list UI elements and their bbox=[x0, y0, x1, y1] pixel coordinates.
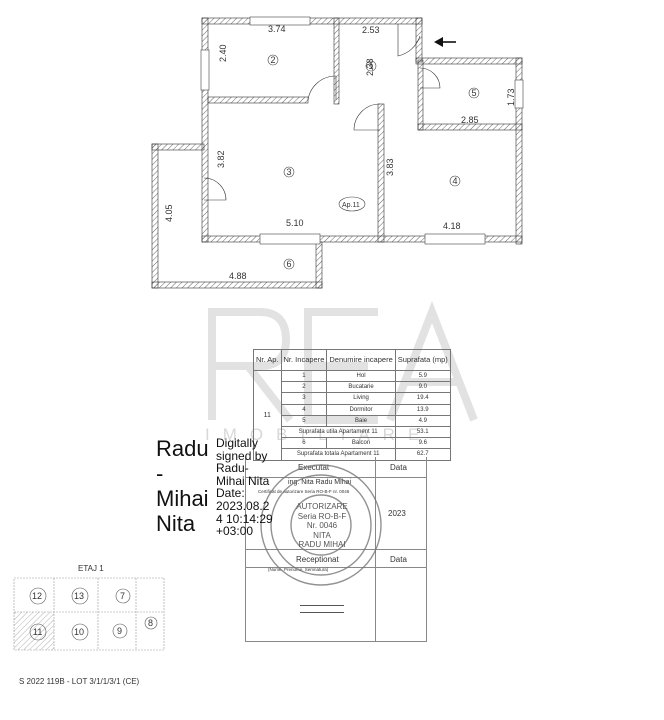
dim-bedroom-height: 3.83 bbox=[385, 158, 395, 176]
useful-area-row: Suprafata utila Apartament 11 53.1 bbox=[254, 425, 451, 439]
row-name: Dormitor bbox=[326, 403, 396, 416]
stamp-line: RADU MIHAI bbox=[298, 540, 346, 549]
dim-hall-height: 2.38 bbox=[365, 58, 375, 76]
room-number-3: 3 bbox=[287, 167, 292, 177]
dim-living-height: 3.82 bbox=[216, 150, 226, 168]
total-area-label: Suprafata totala Apartament 11 bbox=[280, 448, 396, 461]
floor-key-current-unit bbox=[14, 612, 54, 650]
useful-area-value: 53.1 bbox=[394, 425, 451, 439]
row-nr: 3 bbox=[280, 392, 328, 405]
stamp-line: Nr. 0046 bbox=[306, 521, 338, 530]
floor-key-unit-7: 7 bbox=[120, 591, 125, 601]
plan-doors bbox=[203, 24, 441, 201]
row-area: 13.9 bbox=[394, 403, 451, 416]
table-row: 5 Baie 4.9 bbox=[254, 414, 451, 427]
stamp-line: NITA bbox=[313, 530, 331, 540]
stamp-center-text: AUTORIZARE Seria RO-B-F Nr. 0046 NITA RA… bbox=[282, 502, 362, 550]
entry-arrow-icon bbox=[434, 37, 456, 47]
apartment-label: Ap.11 bbox=[342, 202, 360, 209]
dim-hall-width: 2.53 bbox=[362, 25, 380, 35]
room-number-5: 5 bbox=[472, 88, 477, 98]
room-number-6: 6 bbox=[287, 259, 292, 269]
executat-year: 2023 bbox=[388, 509, 406, 518]
executat-data-label: Data bbox=[390, 463, 407, 472]
total-area-value: 62.7 bbox=[394, 448, 451, 461]
row-nr: 4 bbox=[280, 403, 328, 416]
stamp-line: Seria RO-B-F bbox=[297, 511, 347, 521]
table-row: 3 Living 19.4 bbox=[254, 392, 451, 405]
header-denumire: Denumire incapere bbox=[326, 349, 396, 371]
row-area: 4.9 bbox=[394, 414, 451, 427]
rooms-table: Nr. Ap. Nr. Incapere Denumire incapere S… bbox=[253, 349, 451, 461]
plan-walls bbox=[151, 17, 523, 289]
table-row: 4 Dormitor 13.9 bbox=[254, 403, 451, 416]
floor-key-unit-8: 8 bbox=[148, 618, 153, 628]
dim-bedroom-width: 4.18 bbox=[443, 221, 461, 231]
table-row: 6 Balcon 9.6 bbox=[254, 437, 451, 450]
authorization-stamp bbox=[260, 464, 382, 586]
row-name: Bucatarie bbox=[326, 381, 396, 394]
row-name: Living bbox=[326, 392, 396, 405]
table-row: 11 1 Hol 5.9 bbox=[253, 369, 451, 461]
plan-windows bbox=[200, 16, 524, 245]
floor-key-unit-12: 12 bbox=[32, 591, 42, 601]
row-nr: 5 bbox=[280, 414, 328, 427]
dim-bath-height: 1.73 bbox=[506, 88, 516, 106]
dim-living-width: 5.10 bbox=[286, 218, 304, 228]
dim-bath-width: 2.85 bbox=[461, 115, 479, 125]
room-number-1: 1 bbox=[369, 61, 374, 71]
total-area-row: Suprafata totala Apartament 11 62.7 bbox=[254, 448, 451, 461]
dim-room2-height: 2.40 bbox=[218, 44, 228, 62]
document-reference: S 2022 119B - LOT 3/1/1/3/1 (CE) bbox=[19, 677, 140, 686]
floor-key-unit-9: 9 bbox=[117, 626, 122, 636]
dim-room2-width: 3.74 bbox=[268, 24, 286, 34]
row-name: Balcon bbox=[326, 437, 396, 450]
row-name: Baie bbox=[326, 414, 396, 427]
receptionat-label: Receptionat bbox=[296, 555, 339, 564]
floor-key-unit-circles bbox=[29, 587, 158, 641]
row-name: Hol bbox=[326, 369, 396, 383]
stamp-line: AUTORIZARE bbox=[296, 502, 348, 511]
table-row: 2 Bucatarie 9.0 bbox=[254, 381, 451, 394]
header-suprafata: Suprafata (mp) bbox=[394, 349, 451, 371]
floor-key-unit-13: 13 bbox=[74, 591, 84, 601]
row-nr: 2 bbox=[280, 381, 328, 394]
plan-dimensions: 3.74 2.40 2.53 2.38 1.73 2.85 3.82 5.10 … bbox=[164, 24, 516, 281]
header-nr-incapere: Nr. Incapere bbox=[280, 349, 328, 371]
signature-details: Digitally signed by Radu- Mihai Nita Dat… bbox=[216, 436, 273, 539]
table-header-row: Nr. Ap. Nr. Incapere Denumire incapere S… bbox=[253, 349, 451, 371]
signature-scribble bbox=[300, 605, 344, 613]
floor-key-unit-10: 10 bbox=[74, 627, 84, 637]
receptionat-data-label: Data bbox=[390, 555, 407, 564]
dim-balcony-width: 4.88 bbox=[229, 271, 247, 281]
row-nr: 1 bbox=[280, 369, 328, 383]
row-area: 9.6 bbox=[394, 437, 451, 450]
plan-room-numbers bbox=[267, 54, 480, 270]
row-area: 9.0 bbox=[394, 381, 451, 394]
useful-area-label: Suprafata utila Apartament 11 bbox=[280, 425, 396, 439]
header-nr-ap: Nr. Ap. bbox=[253, 349, 282, 371]
row-area: 5.9 bbox=[394, 369, 451, 383]
room-number-4: 4 bbox=[453, 176, 458, 186]
floor-key-unit-11: 11 bbox=[33, 627, 42, 637]
floor-key-label: ETAJ 1 bbox=[78, 564, 104, 573]
row-area: 19.4 bbox=[394, 392, 451, 405]
executat-label: Executat bbox=[298, 463, 330, 472]
authorization-line: Certificat de autorizare Seria RO-B-F nr… bbox=[258, 489, 350, 494]
dim-balcony-height: 4.05 bbox=[164, 204, 174, 222]
room-number-2: 2 bbox=[271, 55, 276, 65]
executor-name: ing. Nita Radu Mihai bbox=[288, 479, 352, 486]
signer-name: Radu - Mihai Nita bbox=[156, 436, 209, 536]
